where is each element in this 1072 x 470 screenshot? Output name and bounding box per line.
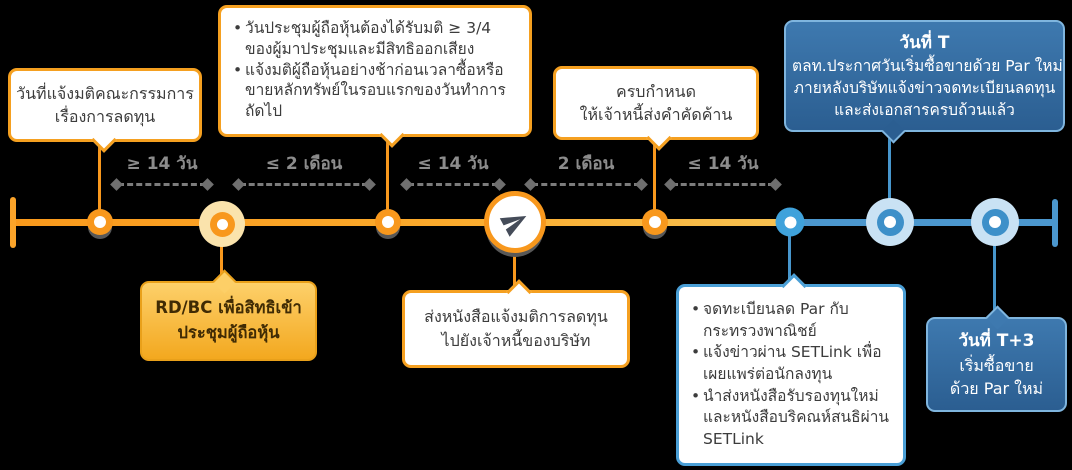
callout-text: วันที่แจ้งมติคณะกรรมการ [16, 84, 194, 103]
connector-registration [788, 234, 791, 286]
node-center [989, 216, 1001, 228]
callout-text: เริ่มซื้อขาย [959, 355, 1034, 375]
callout-text: ด้วย Par ใหม่ [949, 378, 1044, 398]
dashed-line [532, 183, 640, 186]
diamond-icon [493, 178, 506, 191]
callout-text: ไปยังเจ้าหนี้ของบริษัท [441, 331, 591, 350]
callout-t-plus-3: วันที่ T+3 เริ่มซื้อขาย ด้วย Par ใหม่ [926, 305, 1067, 413]
node-t-plus-3 [971, 198, 1019, 246]
timeline-end-cap [1052, 199, 1058, 247]
diamond-icon [201, 178, 214, 191]
callout-creditor-letter: ส่งหนังสือแจ้งมติการลดทุน ไปยังเจ้าหนี้ข… [402, 279, 630, 368]
node-center [382, 216, 394, 228]
node-center [784, 216, 796, 228]
bullet-item: นำส่งหนังสือรับรองทุนใหม่และหนังสือบริคณ… [689, 386, 895, 451]
dashed-line [118, 183, 206, 186]
callout-text: ภายหลังบริษัทแจ้งข่าวจดทะเบียนลดทุน [793, 79, 1056, 98]
callout-text: เรื่องการลดทุน [54, 107, 156, 127]
node-center [94, 216, 106, 228]
callout-pointer [212, 269, 237, 294]
callout-board-resolution: วันที่แจ้งมติคณะกรรมการ เรื่องการลดทุน [8, 68, 202, 154]
callout-registration: จดทะเบียนลด Par กับกระทรวงพาณิชย์ แจ้งข่… [676, 273, 906, 466]
interval-label: 2 เดือน [557, 154, 615, 174]
diamond-icon [232, 178, 245, 191]
node-ring [981, 208, 1009, 236]
callout-title: วันที่ T [899, 33, 950, 53]
callout-text: ประชุมผู้ถือหุ้น [177, 322, 280, 342]
node-registration [775, 207, 805, 237]
interval-measure-3: ≤ 14 วัน [400, 150, 506, 195]
diamond-icon [110, 178, 123, 191]
connector-board-resolution [98, 138, 101, 212]
callout-text: ให้เจ้าหนี้ส่งคำคัดค้าน [579, 105, 733, 125]
node-send-letter [484, 191, 546, 253]
callout-pointer [379, 122, 405, 148]
diamond-icon [635, 178, 648, 191]
callout-pointer [985, 305, 1010, 330]
interval-label: ≤ 2 เดือน [265, 154, 343, 174]
callout-text: ส่งหนังสือแจ้งมติการลดทุน [424, 307, 608, 326]
interval-measure-2: ≤ 2 เดือน [232, 150, 376, 195]
bullet-item: แจ้งมติผู้ถือหุ้นอย่างช้าก่อนเวลาซื้อหรื… [231, 60, 519, 122]
registration-bullets: จดทะเบียนลด Par กับกระทรวงพาณิชย์ แจ้งข่… [689, 299, 895, 451]
interval-label: ≥ 14 วัน [126, 154, 198, 174]
node-center [649, 216, 661, 228]
node-record-date [199, 201, 245, 247]
bullet-item: แจ้งข่าวผ่าน SETLink เพื่อเผยแพร่ต่อนักล… [689, 342, 895, 385]
node-ring [876, 208, 904, 236]
bullet-item: จดทะเบียนลด Par กับกระทรวงพาณิชย์ [689, 299, 895, 342]
callout-record-date: RD/BC เพื่อสิทธิเข้า ประชุมผู้ถือหุ้น [140, 269, 317, 361]
diamond-icon [524, 178, 537, 191]
node-shareholder-meeting [375, 209, 401, 235]
callout-creditor-deadline: ครบกำหนด ให้เจ้าหนี้ส่งคำคัดค้าน [553, 66, 759, 152]
callout-pointer [781, 273, 807, 299]
dashed-line [672, 183, 774, 186]
callout-t-day: วันที่ T ตลท.ประกาศวันเริ่มซื้อขายด้วย P… [784, 20, 1065, 144]
dashed-line [240, 183, 368, 186]
connector-t-day [888, 135, 891, 210]
node-center [884, 216, 896, 228]
timeline-axis-orange [13, 219, 790, 226]
callout-pointer [506, 279, 532, 305]
bullet-item: วันประชุมผู้ถือหุ้นต้องได้รับมติ ≥ 3/4 ข… [231, 18, 519, 60]
interval-label: ≤ 14 วัน [417, 154, 489, 174]
timeline-start-cap [10, 197, 16, 248]
connector-creditor-letter [513, 246, 516, 293]
diamond-icon [400, 178, 413, 191]
callout-title: วันที่ T+3 [958, 331, 1035, 351]
callout-text: และส่งเอกสารครบถ้วนแล้ว [834, 101, 1015, 120]
callout-pointer [646, 125, 672, 152]
node-board-resolution [87, 209, 113, 235]
shareholder-meeting-bullets: วันประชุมผู้ถือหุ้นต้องได้รับมติ ≥ 3/4 ข… [231, 18, 519, 122]
callout-text: RD/BC เพื่อสิทธิเข้า [155, 298, 302, 317]
interval-measure-4: 2 เดือน [524, 150, 648, 195]
connector-creditor-deadline [653, 136, 656, 212]
connector-record-date [220, 240, 223, 284]
interval-label: ≤ 14 วัน [687, 154, 759, 174]
node-ring [209, 211, 235, 237]
connector-shareholder-meeting [386, 134, 389, 212]
timeline-axis-blue [790, 219, 1056, 226]
node-center [216, 218, 228, 230]
interval-measure-5: ≤ 14 วัน [664, 150, 782, 195]
dashed-line [408, 183, 498, 186]
callout-text: ตลท.ประกาศวันเริ่มซื้อขายด้วย Par ใหม่ [792, 57, 1063, 76]
callout-text: ครบกำหนด [616, 82, 696, 101]
connector-t-plus-3 [993, 240, 996, 320]
interval-measure-1: ≥ 14 วัน [110, 150, 214, 195]
node-t-day [866, 198, 914, 246]
diamond-icon [664, 178, 677, 191]
paper-plane-icon [499, 215, 527, 237]
diamond-icon [769, 178, 782, 191]
node-creditor-deadline [642, 209, 668, 235]
callout-pointer [881, 119, 906, 144]
diamond-icon [363, 178, 376, 191]
callout-shareholder-meeting: วันประชุมผู้ถือหุ้นต้องได้รับมติ ≥ 3/4 ข… [218, 5, 532, 148]
